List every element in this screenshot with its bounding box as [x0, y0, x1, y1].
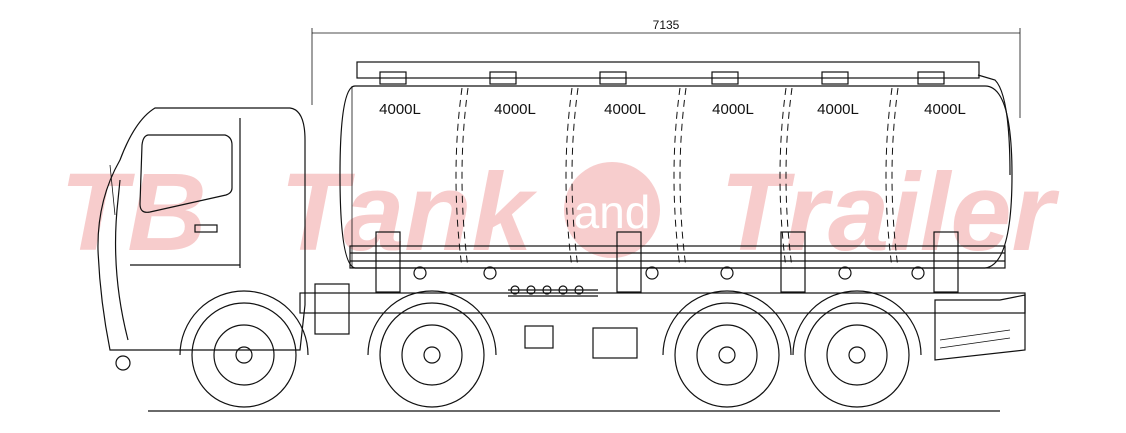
chassis	[299, 283, 1026, 361]
dimension-line: 7135	[311, 18, 1021, 118]
compartment-1-label: 4000L	[379, 101, 421, 118]
compartment-4-label: 4000L	[712, 101, 754, 118]
watermark-word-trailer: Trailer	[720, 151, 1059, 274]
watermark-word-tank: Tank	[280, 151, 537, 274]
wheel-front	[179, 290, 309, 408]
compartment-5-label: 4000L	[817, 101, 859, 118]
compartment-3-label: 4000L	[604, 101, 646, 118]
wheel-4	[792, 290, 922, 408]
watermark: TB Tank and Trailer	[60, 151, 1059, 274]
dimension-label: 7135	[653, 18, 680, 32]
watermark-word-and: and	[574, 186, 651, 238]
wheel-3	[662, 290, 792, 408]
wheel-2	[367, 290, 497, 408]
valves	[413, 266, 925, 297]
watermark-circle	[564, 162, 660, 258]
tank-body: 4000L 4000L 4000L 4000L 4000L 4000L	[339, 61, 1013, 297]
wheels	[179, 290, 922, 408]
watermark-logo: TB	[60, 151, 207, 274]
manholes	[379, 71, 945, 85]
compartment-6-label: 4000L	[924, 101, 966, 118]
compartment-2-label: 4000L	[494, 101, 536, 118]
compartment-labels: 4000L 4000L 4000L 4000L 4000L 4000L	[379, 101, 966, 118]
cab	[97, 107, 306, 371]
